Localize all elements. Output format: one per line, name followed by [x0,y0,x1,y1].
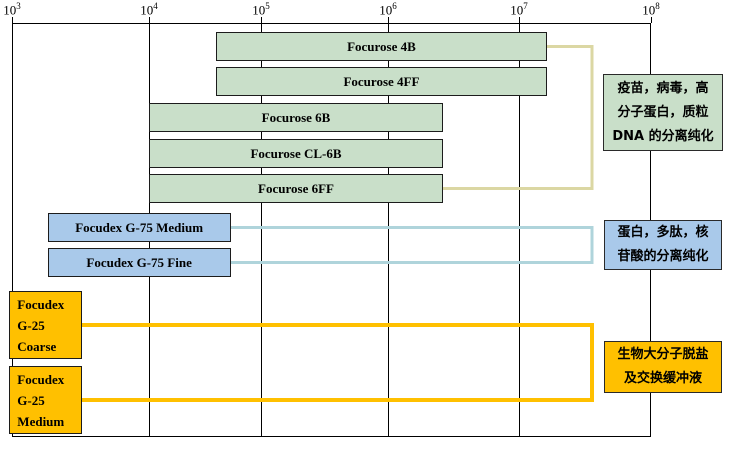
tick-exponent: 7 [523,1,528,11]
tick-exponent: 5 [265,1,270,11]
x-tick-label-10e8: 108 [642,2,660,17]
bar-focurose-6ff: Focurose 6FF [149,174,443,203]
g25-note: 生物大分子脱盐及交换缓冲液 [604,341,722,393]
bar-label: Focudex G-75 Fine [86,254,192,270]
tick-10e8 [651,17,652,23]
tick-base: 10 [510,2,524,18]
tick-10e7 [519,17,520,23]
x-tick-label-10e3: 103 [3,2,21,17]
tick-base: 10 [642,2,656,18]
bar-label: Focurose 6FF [258,180,334,196]
bar-focudex-g-75-fine: Focudex G-75 Fine [47,248,231,277]
tick-10e4 [149,17,150,23]
note-line: DNA 的分离纯化 [612,128,714,144]
g75-note: 蛋白，多肽，核苷酸的分离纯化 [604,220,722,270]
bar-focurose-cl-6b: Focurose CL-6B [149,139,443,168]
bar-label: Focurose 6B [261,109,331,125]
x-tick-label-10e5: 105 [252,2,270,17]
note-line: 及交换缓冲液 [623,371,702,386]
note-line: 疫苗，病毒，高 [617,80,709,96]
bar-focudex-g-75-medium: Focudex G-75 Medium [47,213,231,242]
x-tick-label-10e4: 104 [140,2,158,17]
bar-label-line: Focudex [17,371,65,387]
tick-10e6 [388,17,389,23]
tick-10e5 [261,17,262,23]
tick-base: 10 [252,2,266,18]
tick-base: 10 [379,2,393,18]
bar-label-line: G-25 [17,317,45,333]
note-line: 生物大分子脱盐 [617,347,709,362]
x-tick-label-10e6: 106 [379,2,397,17]
bar-focurose-4b: Focurose 4B [216,32,547,61]
bar-label-line: Medium [17,413,65,429]
bar-focurose-6b: Focurose 6B [149,103,443,132]
note-line: 分子蛋白，质粒 [617,104,709,120]
x-tick-label-10e7: 107 [510,2,528,17]
tick-exponent: 3 [16,1,21,11]
tick-10e3 [12,17,13,23]
tick-exponent: 6 [392,1,397,11]
note-line: 苷酸的分离纯化 [617,249,709,264]
tick-base: 10 [140,2,154,18]
note-line: 蛋白，多肽，核 [617,225,709,240]
bar-label: Focurose 4FF [343,73,420,89]
bar-label-line: Focudex [17,296,65,312]
tick-exponent: 4 [153,1,158,11]
bar-label: Focurose 4B [347,38,416,54]
focurose-note: 疫苗，病毒，高分子蛋白，质粒 DNA 的分离纯化 [603,74,723,151]
bar-label-line: Coarse [17,338,57,354]
bar-label: Focurose CL-6B [250,145,342,161]
bar-label: Focudex G-75 Medium [75,219,204,235]
bar-focurose-4ff: Focurose 4FF [216,67,547,96]
tick-exponent: 8 [655,1,660,11]
bar-label-line: G-25 [17,392,45,408]
tick-base: 10 [3,2,17,18]
